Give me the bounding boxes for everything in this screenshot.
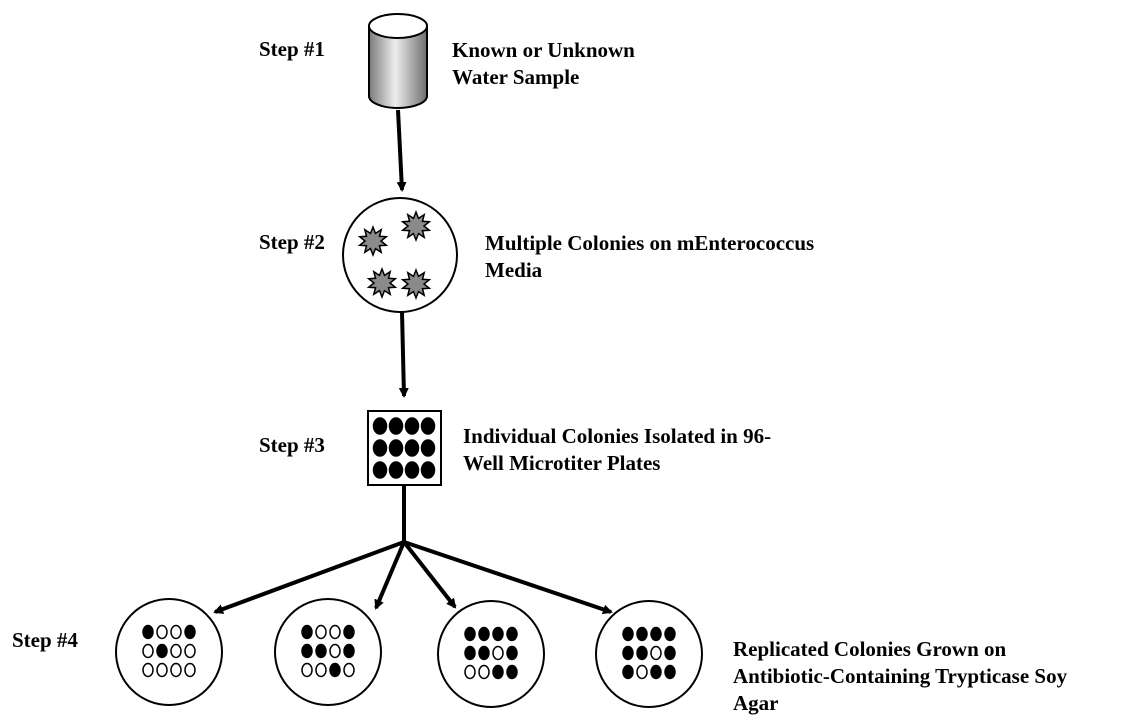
water-sample-cylinder-icon xyxy=(368,13,428,109)
replicate-colony xyxy=(464,645,476,661)
replicate-colony xyxy=(156,662,168,678)
replicate-plate-4 xyxy=(595,600,703,708)
replicate-colony xyxy=(636,645,648,661)
replicate-colony xyxy=(315,662,327,678)
replicate-colony xyxy=(329,662,341,678)
replicate-plate-3 xyxy=(437,600,545,708)
replicate-colony xyxy=(343,662,355,678)
replicate-colony xyxy=(142,662,154,678)
replicate-colony xyxy=(492,664,504,680)
arrow-branch-to-plate-1 xyxy=(213,540,405,614)
replicate-colony xyxy=(478,664,490,680)
plate-well xyxy=(404,461,420,479)
replicate-colony xyxy=(315,624,327,640)
step-2-label: Step #2 xyxy=(259,230,325,254)
replicate-colony xyxy=(622,645,634,661)
replicate-colony xyxy=(622,626,634,642)
replicate-colony xyxy=(664,626,676,642)
arrow-step2-to-step3 xyxy=(398,311,409,398)
step-1-description: Known or Unknown Water Sample xyxy=(452,38,635,89)
replicate-colony xyxy=(650,645,662,661)
replicate-colony xyxy=(636,664,648,680)
microtiter-plate-icon xyxy=(367,410,442,486)
arrow-branch-to-plate-3 xyxy=(402,540,457,609)
petri-dish-icon xyxy=(342,197,458,313)
flow-arrows xyxy=(213,109,613,615)
plate-well xyxy=(404,417,420,435)
replicate-colony xyxy=(329,643,341,659)
replicate-colony xyxy=(506,664,518,680)
replicate-colony xyxy=(478,626,490,642)
colony-icon xyxy=(400,209,432,243)
replicate-colony xyxy=(142,624,154,640)
replicate-colony xyxy=(301,624,313,640)
replicate-colony xyxy=(301,643,313,659)
plate-well xyxy=(388,461,404,479)
step-1-label: Step #1 xyxy=(259,37,325,61)
plate-well xyxy=(420,461,436,479)
replicate-colony xyxy=(650,626,662,642)
replicate-colony xyxy=(156,624,168,640)
colony-icon xyxy=(400,267,432,301)
colony-icon xyxy=(357,224,389,258)
replicate-colony xyxy=(506,645,518,661)
replicate-colony xyxy=(170,624,182,640)
replicate-colony xyxy=(478,645,490,661)
replicate-colony xyxy=(636,626,648,642)
replicate-colony xyxy=(343,643,355,659)
replicate-colony xyxy=(170,662,182,678)
replicate-colony xyxy=(184,662,196,678)
step-3-label: Step #3 xyxy=(259,433,325,457)
colony-icon xyxy=(366,266,398,300)
colonies-group xyxy=(357,209,432,301)
replicate-plate-circle xyxy=(595,600,703,708)
replicate-colony xyxy=(184,624,196,640)
replicate-colony xyxy=(156,643,168,659)
replicate-colony xyxy=(464,664,476,680)
replicate-plate-1 xyxy=(115,598,223,706)
replicate-colony xyxy=(343,624,355,640)
replicate-colony xyxy=(464,626,476,642)
replicate-colony xyxy=(315,643,327,659)
replicate-plate-circle xyxy=(115,598,223,706)
replicate-colony xyxy=(492,626,504,642)
replicate-colony xyxy=(184,643,196,659)
replicate-plate-circle xyxy=(437,600,545,708)
plate-well xyxy=(420,417,436,435)
replicate-colony xyxy=(301,662,313,678)
step-3-description: Individual Colonies Isolated in 96- Well… xyxy=(463,424,772,475)
replicate-colony xyxy=(664,664,676,680)
replicate-colony xyxy=(506,626,518,642)
plate-well xyxy=(372,417,388,435)
arrow-branch-to-plate-4 xyxy=(403,540,613,615)
replicate-colony xyxy=(622,664,634,680)
step-4-description: Replicated Colonies Grown on Antibiotic-… xyxy=(733,637,1068,715)
plate-well xyxy=(420,439,436,457)
replicate-plate-circle xyxy=(274,598,382,706)
plate-well xyxy=(372,461,388,479)
arrow-branch-to-plate-2 xyxy=(374,541,406,610)
plate-well xyxy=(388,417,404,435)
plate-well xyxy=(404,439,420,457)
step-2-description: Multiple Colonies on mEnterococcus Media xyxy=(485,231,815,282)
plate-well xyxy=(372,439,388,457)
replicate-plate-2 xyxy=(274,598,382,706)
replicate-colony xyxy=(142,643,154,659)
replicate-colony xyxy=(492,645,504,661)
step-4-label: Step #4 xyxy=(12,628,78,652)
replicate-plates-group xyxy=(115,598,703,708)
replicate-colony xyxy=(650,664,662,680)
plate-well xyxy=(388,439,404,457)
replicate-colony xyxy=(664,645,676,661)
replicate-colony xyxy=(170,643,182,659)
replicate-colony xyxy=(329,624,341,640)
arrow-step1-to-step2 xyxy=(396,109,407,192)
